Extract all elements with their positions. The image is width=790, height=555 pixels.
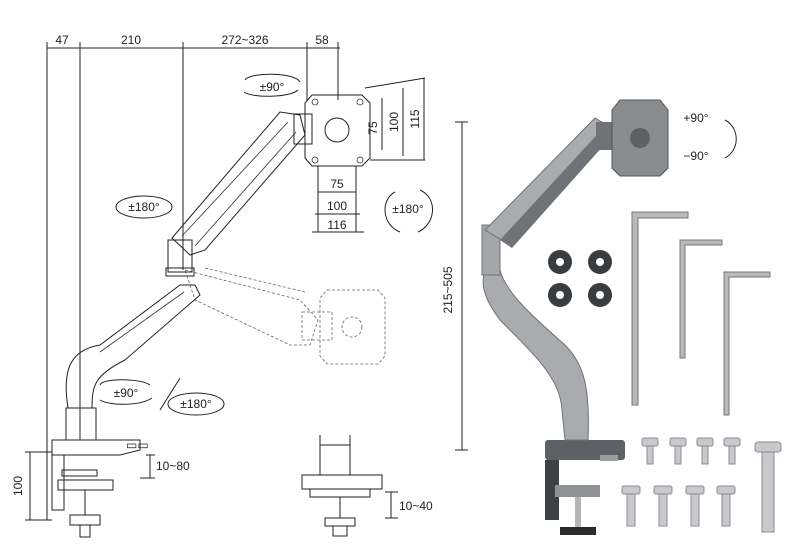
svg-text:±180°: ±180° (392, 202, 424, 216)
hex-key-small (723, 271, 771, 416)
dim-210: 210 (121, 33, 141, 47)
svg-text:±90°: ±90° (260, 80, 285, 94)
photo-clamp-bar (545, 460, 559, 520)
clamp-range: 10~80 (156, 459, 190, 473)
hex-key-medium (679, 239, 723, 359)
rotation-tilt-top: ±90° (243, 73, 301, 97)
upper-arm-edge-2 (194, 131, 297, 247)
photo-clamp-jaw (555, 485, 600, 497)
photo-tilt-up: +90° (683, 111, 708, 125)
lower-arm (65, 284, 201, 409)
grommet-range: 10~40 (399, 499, 433, 513)
rotation-base-swivel: ±180° (159, 377, 225, 416)
vesa-dim-guide-top (364, 77, 426, 89)
screws-short (641, 437, 741, 465)
tilt-head (293, 113, 313, 145)
elbow-collar (165, 267, 195, 277)
photo-lower-arm (482, 269, 589, 441)
svg-text:±180°: ±180° (128, 200, 160, 214)
screws-long (621, 485, 736, 527)
screw-bolt (754, 441, 782, 533)
photo-clamp-screw (575, 497, 581, 527)
vesa-h-116: 116 (327, 218, 346, 232)
upper-arm-edge (181, 121, 289, 237)
elbow-joint (167, 239, 193, 273)
dim-272-326: 272~326 (221, 33, 268, 47)
vesa-h-75: 75 (330, 177, 344, 191)
upper-arm (171, 111, 306, 256)
vesa-v-100: 100 (387, 112, 401, 132)
base-ports-icon: ▭▭ (126, 438, 149, 452)
washers (548, 250, 612, 307)
hex-key-large (631, 211, 689, 406)
photo-clamp-knob (560, 527, 596, 535)
rotation-head-swivel: ±180° (384, 189, 433, 233)
photo-usb-ports (600, 455, 618, 461)
vesa-h-100: 100 (327, 199, 347, 213)
lower-arm-edge (99, 291, 185, 353)
photo-tilt-head (596, 122, 616, 150)
vesa-plate (304, 94, 371, 167)
photo-vesa-center (630, 128, 650, 148)
dim-47: 47 (55, 33, 69, 47)
dim-58: 58 (315, 33, 329, 47)
technical-drawing: 47 210 272~326 58 ▭▭ (11, 33, 433, 538)
photo-upper-arm-shadow (500, 126, 612, 248)
grommet-mount: 10~40 (301, 435, 433, 537)
height-range: 215~505 (441, 266, 455, 313)
product-photo: 215~505 +90° −90° (441, 99, 782, 535)
svg-text:±180°: ±180° (180, 397, 212, 411)
photo-tilt-down: −90° (683, 149, 708, 163)
rotation-base-tilt: ±90° (99, 379, 153, 405)
clamp-height: 100 (11, 476, 25, 496)
svg-text:±90°: ±90° (114, 386, 139, 400)
vesa-v-75: 75 (366, 121, 380, 135)
vesa-v-115: 115 (408, 109, 422, 128)
desk-clamp: ▭▭ (51, 407, 149, 538)
photo-tilt-arrow (724, 119, 737, 159)
ghost-arm-position (184, 267, 386, 365)
rotation-arm-upper: ±180° (115, 195, 173, 219)
